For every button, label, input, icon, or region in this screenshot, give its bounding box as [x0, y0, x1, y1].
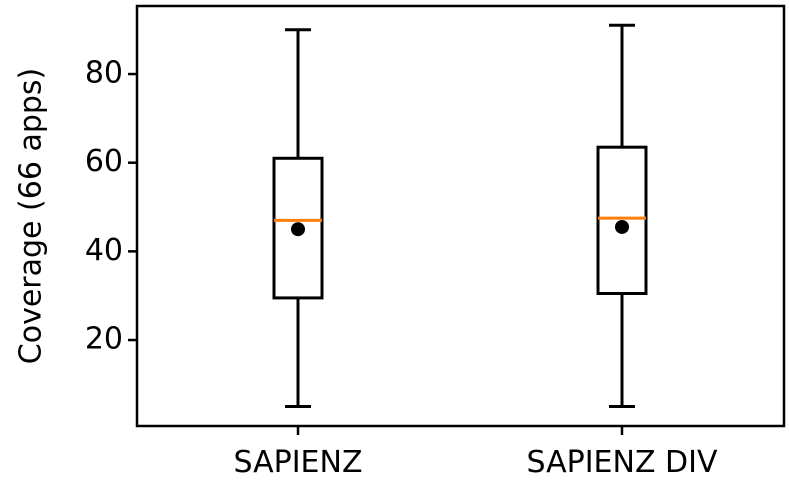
- mean-marker: [291, 222, 305, 237]
- box-iqr: [596, 145, 648, 295]
- x-tick-label: SAPIENZ DIV: [526, 445, 717, 480]
- y-tick-label: 40: [85, 233, 123, 268]
- y-tick-label: 20: [85, 322, 123, 357]
- y-axis-label: Coverage (66 apps): [14, 68, 49, 364]
- box-2: [596, 23, 648, 409]
- y-tick-label: 80: [85, 56, 123, 91]
- x-tick-label: SAPIENZ: [233, 445, 362, 480]
- boxes-layer: [272, 23, 648, 409]
- box-1: [272, 28, 324, 409]
- y-axis: 20 40 60 80: [85, 56, 137, 357]
- x-axis: SAPIENZ SAPIENZ DIV: [233, 426, 718, 480]
- mean-marker: [615, 219, 629, 234]
- plot-frame: [135, 4, 786, 428]
- box-iqr: [272, 156, 324, 300]
- y-tick-label: 60: [85, 144, 123, 179]
